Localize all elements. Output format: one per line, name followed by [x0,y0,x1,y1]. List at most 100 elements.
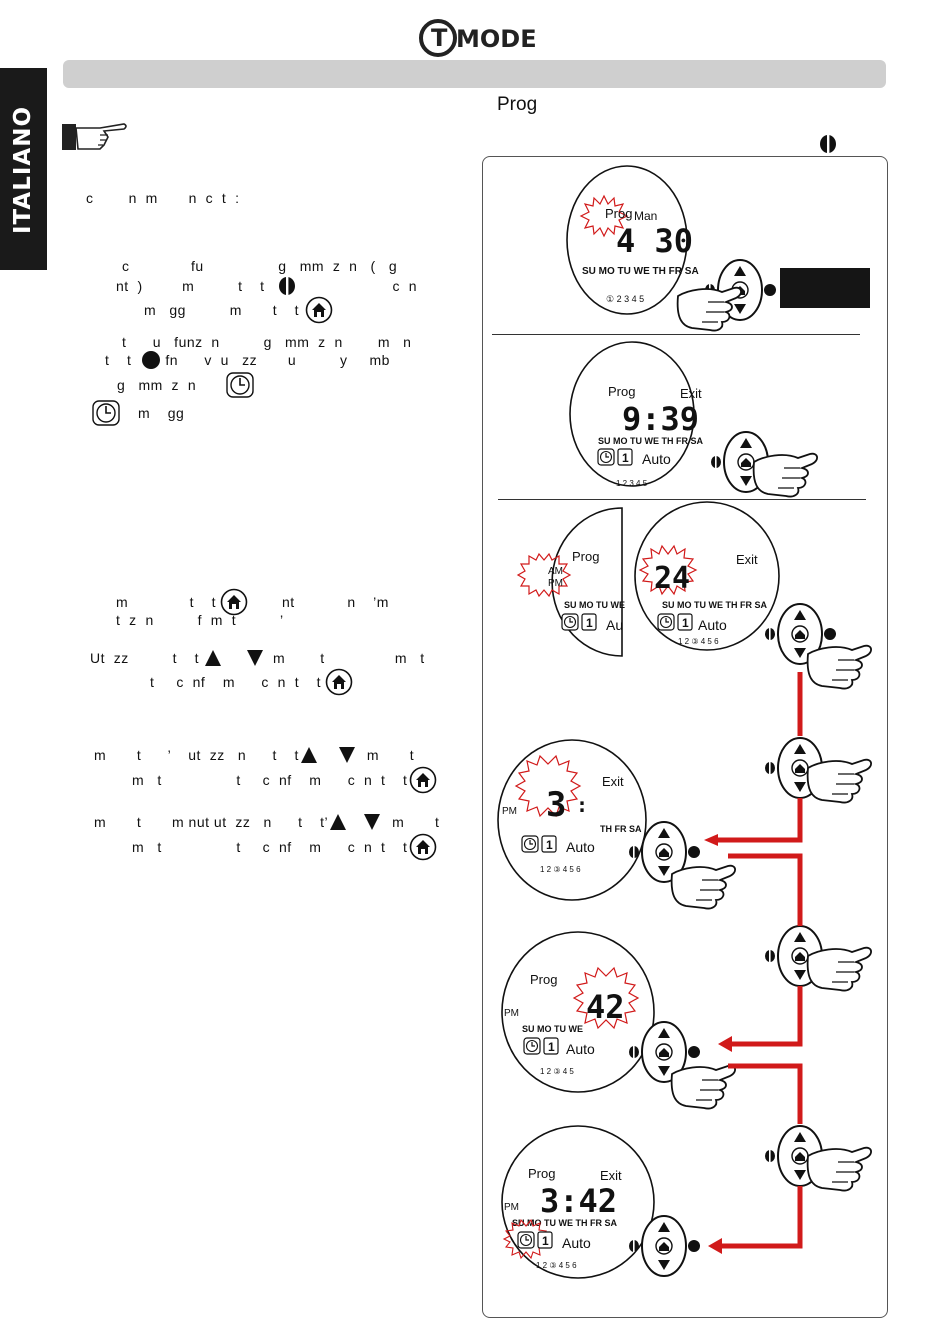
step6-line-c: m t t c nf m c n t t [132,772,408,788]
step5-line-c: t c nf m c n t t [150,674,322,690]
down-arrow-icon [338,747,355,763]
clock-icon [226,372,254,398]
step3-line: m gg [138,405,185,421]
panel-divider [492,334,860,335]
display-time: 4 30 [616,222,693,260]
display-label: Exit [602,774,624,789]
down-arrow-icon [364,814,381,830]
language-tab: ITALIANO [0,68,47,270]
dial-numbers: 1 2 ③ 4 5 6 [536,1261,577,1270]
step2-line-b: t t [105,352,132,368]
language-label: ITALIANO [10,105,36,235]
display-label: Exit [736,552,758,567]
dial-numbers: 1 2 3 4 5 [616,479,648,488]
display-label: Exit [680,386,702,401]
display-label: Man [634,209,657,223]
clock-icon [92,400,120,426]
step4-line-b: nt n ’m [281,594,389,610]
step6-line-b: m t [366,747,415,763]
step5-line-a: Ut zz t t [90,650,200,666]
display-time: 24 [654,561,690,596]
pointing-hand-icon [62,123,127,150]
dial-numbers: 1 2 ③ 4 5 [540,1067,574,1076]
illustration-panel [482,156,888,1318]
thermostat-display-5: 3 : Exit PM TH FR SA Auto 1 2 ③ 4 5 6 [497,739,736,910]
display-label: Exit [600,1168,622,1183]
dial-numbers: 1 2 ③ 4 5 6 [678,637,719,646]
pause-icon [820,135,836,153]
display-label: AM [548,566,563,577]
dark-label-box [780,268,870,308]
thermostat-display-4: 24 Exit SU MO TU WE TH FR SA Auto 1 2 ③ … [634,501,872,690]
step2-line-a: t u funz n g mm z n m n [122,334,412,350]
up-arrow-icon [205,650,222,666]
logo-text: MODE [456,25,537,53]
display-colon: : [576,793,588,817]
thermostat-display-1: Prog Man 4 30 SU MO TU WE TH FR SA ① 2 3… [566,165,777,332]
section-header-bar [63,60,886,88]
step1-line-c: c n [392,278,418,294]
display-mode: Auto [642,451,671,467]
display-days: SU MO TU WE TH FR SA [598,436,703,446]
step7-line-c: m t t c nf m c n t t [132,839,408,855]
display-label: Prog [608,384,635,399]
display-days: SU MO TU WE TH FR SA [662,600,767,610]
step1-line-b: nt ) m t t [116,278,265,294]
display-days: TH FR SA [600,824,642,834]
dial-numbers: ① 2 3 4 5 [606,294,644,304]
step7-line-a: m t m nut ut zz n t t’ [94,814,329,830]
pause-button-icon [278,277,295,295]
home-button-icon [305,296,333,324]
home-button-icon [220,588,248,616]
thermostat-display-2: Prog Exit 9:39 SU MO TU WE TH FR SA Auto… [569,341,818,498]
display-mode: Auto [562,1235,591,1251]
thermostat-sequence-illustration: 1 Prog Man 4 30 SU MO TU WE TH FR SA ① 2… [497,165,872,1279]
display-label: PM [548,578,563,589]
display-mode: Auto [566,1041,595,1057]
step1-line-a: c fu g mm z n ( g [122,258,398,274]
display-days: SU MO TU WE TH FR SA [582,266,699,277]
display-label: Prog [605,206,632,221]
tmode-logo: T MODE [419,19,537,57]
up-arrow-icon [300,747,317,763]
step2-line-d: g mm z n [117,377,197,393]
step5-line-b: m t m t [273,650,425,666]
down-arrow-icon [247,650,264,666]
dial-numbers: 1 2 ③ 4 5 6 [540,865,581,874]
logo-mark: T [431,24,448,52]
display-mode: Auto [698,617,727,633]
intro-line: c n m n c t : [86,190,240,206]
dot-button-icon [142,351,161,369]
display-mode: Auto [566,839,595,855]
display-label: Prog [530,972,557,987]
step4-line-a: m t t [116,594,216,610]
home-button-icon [410,766,437,794]
display-label: PM [502,806,517,817]
step6-line-a: m t ’ ut zz n t t [94,747,299,763]
display-label: PM [504,1008,519,1019]
display-days: SU MO TU WE [522,1024,583,1034]
step2-line-c: fn v u zz u y mb [165,352,390,368]
display-mode: Au [606,617,623,633]
red-flow-arrows [704,672,803,1254]
display-time: 42 [586,988,625,1026]
display-label: PM [504,1202,519,1213]
panel-divider [498,499,866,500]
prog-heading: Prog [497,94,538,115]
step7-line-b: m t [392,814,440,830]
thermostat-display-7: Prog Exit PM 3:42 SU MO TU WE TH FR SA A… [501,1125,701,1279]
step4-line-c: t z n f m t ’ [116,612,284,628]
display-time: 9:39 [622,400,699,438]
step1-line-d: m gg m t t [144,302,300,318]
display-days: SU MO TU WE [564,600,625,610]
display-time: 3 [546,785,566,825]
thermostat-display-3: AM PM Prog SU MO TU WE Au [516,507,625,657]
display-days: SU MO TU WE TH FR SA [512,1218,617,1228]
home-button-icon [325,668,353,696]
thermostat-display-6: 42 Prog PM SU MO TU WE Auto 1 2 ③ 4 5 [501,931,736,1110]
home-button-icon [410,833,437,861]
display-label: Prog [572,549,599,564]
display-label: Prog [528,1166,555,1181]
up-arrow-icon [330,814,347,830]
display-time: 3:42 [540,1182,617,1220]
